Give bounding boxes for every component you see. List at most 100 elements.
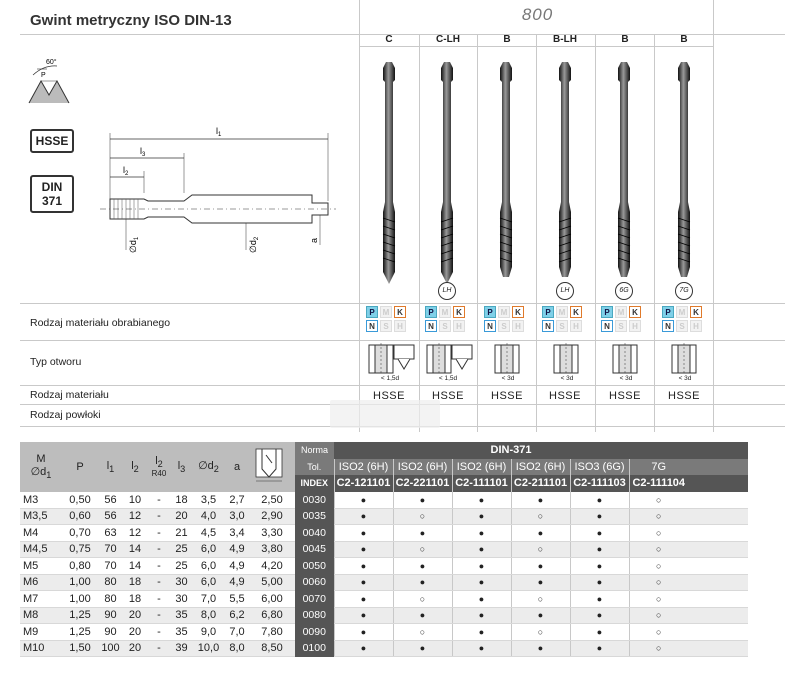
cell-d2: 4,0: [192, 508, 225, 525]
availability-cell: ●: [451, 574, 511, 591]
availability-empty-icon: ○: [419, 593, 426, 604]
availability-cell: ●: [333, 557, 393, 575]
material-letter-k: K: [629, 306, 641, 318]
material-letter-n: N: [542, 320, 554, 332]
cell-index: 0035: [295, 508, 334, 525]
availability-filled-icon: ●: [596, 577, 603, 588]
cell-p: 0,60: [62, 508, 98, 525]
tolerance-badge: 6G: [615, 282, 633, 300]
standard-badge: DIN 371: [30, 175, 74, 213]
cell-l2r: -: [147, 640, 171, 657]
cell-d2: 8,0: [192, 607, 225, 624]
availability-filled-icon: ●: [537, 610, 544, 621]
availability-empty-icon: ○: [656, 527, 662, 538]
availability-cell: ○: [628, 623, 688, 641]
tool-material-value: HSSE: [373, 390, 405, 402]
availability-cell: ○: [392, 541, 452, 558]
availability-cell: ●: [451, 623, 511, 641]
header-blank: [688, 458, 748, 475]
cell-blank: [688, 491, 748, 509]
material-letter-n: N: [662, 320, 674, 332]
availability-cell: ●: [510, 557, 570, 575]
cell-l1: 70: [98, 557, 123, 575]
availability-cell: ●: [569, 623, 629, 641]
availability-cell: ●: [392, 557, 452, 575]
cell-l1: 80: [98, 590, 123, 608]
availability-empty-icon: ○: [656, 560, 662, 571]
availability-cell: ○: [628, 541, 688, 558]
divider: [359, 0, 360, 432]
availability-cell: ○: [628, 557, 688, 575]
material-letter-s: S: [615, 320, 627, 332]
availability-filled-icon: ●: [478, 593, 485, 604]
availability-empty-icon: ○: [537, 593, 544, 604]
cell-d2: 10,0: [192, 640, 225, 657]
cell-l1: 80: [98, 574, 123, 591]
divider: [419, 34, 420, 432]
cell-l3: 21: [171, 524, 192, 542]
availability-cell: ●: [451, 541, 511, 558]
through-hole-icon: [671, 343, 697, 375]
availability-filled-icon: ●: [596, 527, 603, 538]
availability-cell: ●: [333, 491, 393, 509]
material-letter-p: P: [366, 306, 378, 318]
material-badge: HSSE: [30, 129, 74, 153]
availability-empty-icon: ○: [537, 544, 544, 555]
row-label-material-type: Rodzaj materiału obrabianego: [30, 317, 171, 329]
availability-filled-icon: ●: [596, 626, 603, 637]
availability-cell: ○: [628, 491, 688, 509]
cell-l1: 63: [98, 524, 123, 542]
availability-empty-icon: ○: [537, 626, 544, 637]
availability-cell: ●: [392, 524, 452, 542]
availability-cell: ●: [333, 640, 393, 657]
row-label-tool-material: Rodzaj materiału: [30, 389, 109, 401]
material-letter-m: M: [676, 306, 688, 318]
material-letter-p: P: [425, 306, 437, 318]
watermark-overlay: [330, 400, 440, 428]
availability-filled-icon: ●: [596, 593, 603, 604]
availability-filled-icon: ●: [360, 643, 367, 654]
tolerance-header: ISO3 (6G): [569, 458, 629, 475]
availability-empty-icon: ○: [656, 544, 662, 555]
divider: [20, 34, 785, 35]
cell-a: 4,9: [225, 541, 249, 558]
availability-empty-icon: ○: [656, 626, 662, 637]
availability-cell: ○: [392, 623, 452, 641]
hole-depth-note: < 3d: [501, 375, 515, 382]
material-letter-h: H: [629, 320, 641, 332]
availability-cell: ●: [510, 574, 570, 591]
through-hole-icon: [494, 343, 520, 375]
availability-empty-icon: ○: [656, 577, 662, 588]
cell-l1: 56: [98, 491, 123, 509]
availability-filled-icon: ●: [478, 544, 485, 555]
tap-image-b-6g: [617, 62, 631, 277]
cell-l2r: -: [147, 574, 171, 591]
availability-filled-icon: ●: [478, 610, 485, 621]
cell-drill: 2,50: [249, 491, 295, 509]
cell-l2r: -: [147, 607, 171, 624]
cell-p: 0,75: [62, 541, 98, 558]
material-letter-k: K: [512, 306, 524, 318]
hole-depth-note: < 3d: [560, 375, 574, 382]
cell-m: M10: [20, 640, 62, 657]
availability-cell: ●: [569, 491, 629, 509]
col-head-l3: l3: [171, 442, 192, 492]
availability-cell: ●: [392, 491, 452, 509]
material-letter-p: P: [542, 306, 554, 318]
dim-l3: l3: [140, 146, 146, 158]
cell-a: 4,9: [225, 557, 249, 575]
availability-filled-icon: ●: [419, 527, 426, 538]
availability-filled-icon: ●: [360, 626, 367, 637]
material-letter-m: M: [556, 306, 568, 318]
column-header: C: [385, 34, 393, 45]
product-code: C2-221101: [392, 475, 452, 492]
